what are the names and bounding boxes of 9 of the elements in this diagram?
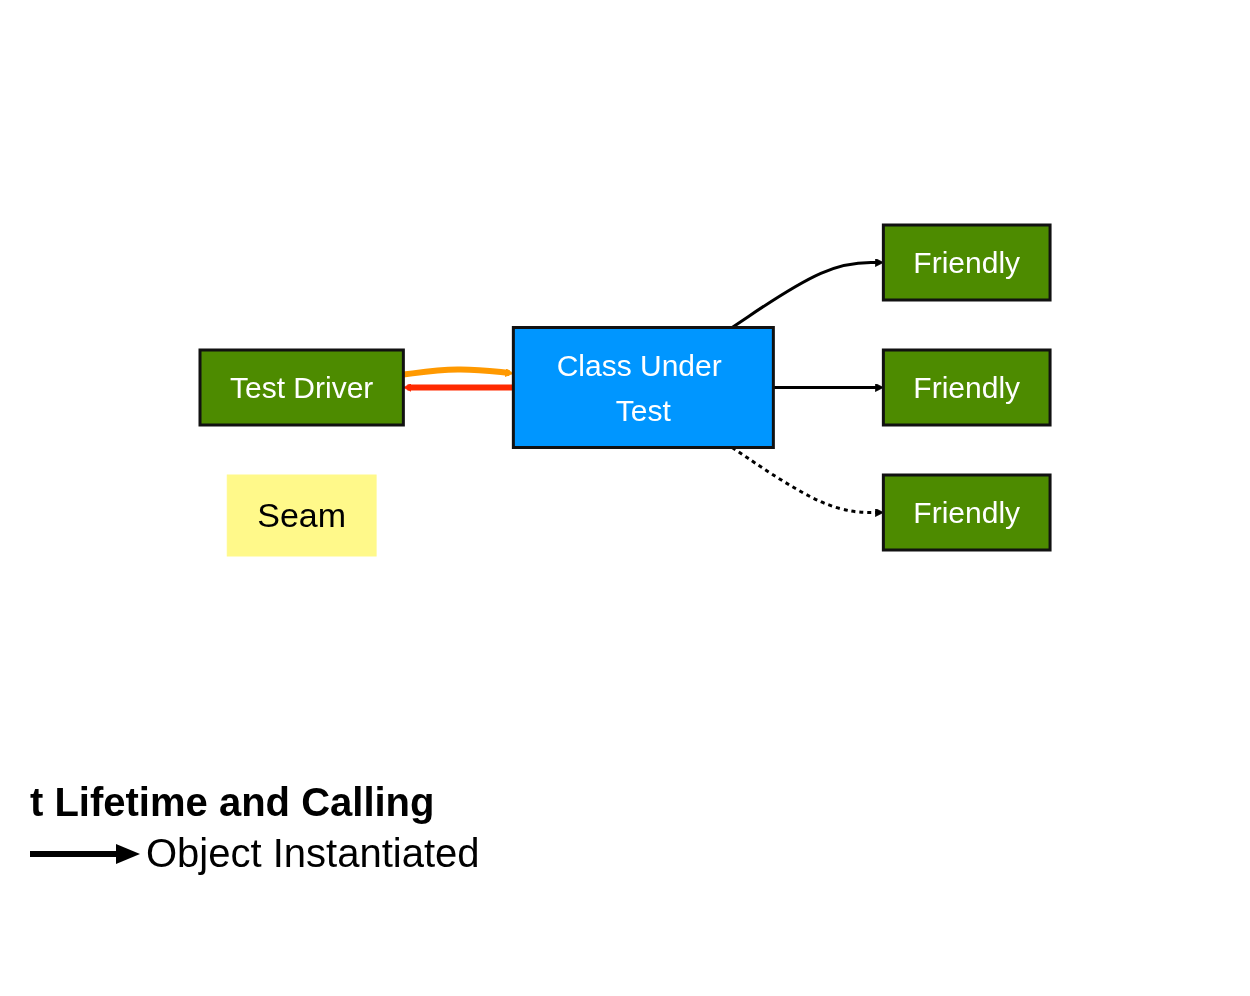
arrow — [773, 382, 884, 392]
legend-text: Object Instantiated — [146, 831, 480, 876]
node-box: Class Under Test — [511, 325, 775, 449]
legend-heading: t Lifetime and Calling — [30, 780, 435, 825]
node-box: Friendly — [881, 473, 1052, 551]
node-box: Test Driver — [198, 348, 405, 426]
node-box: Friendly — [881, 348, 1052, 426]
node-box: Seam — [226, 474, 377, 556]
node-box: Friendly — [881, 223, 1052, 301]
